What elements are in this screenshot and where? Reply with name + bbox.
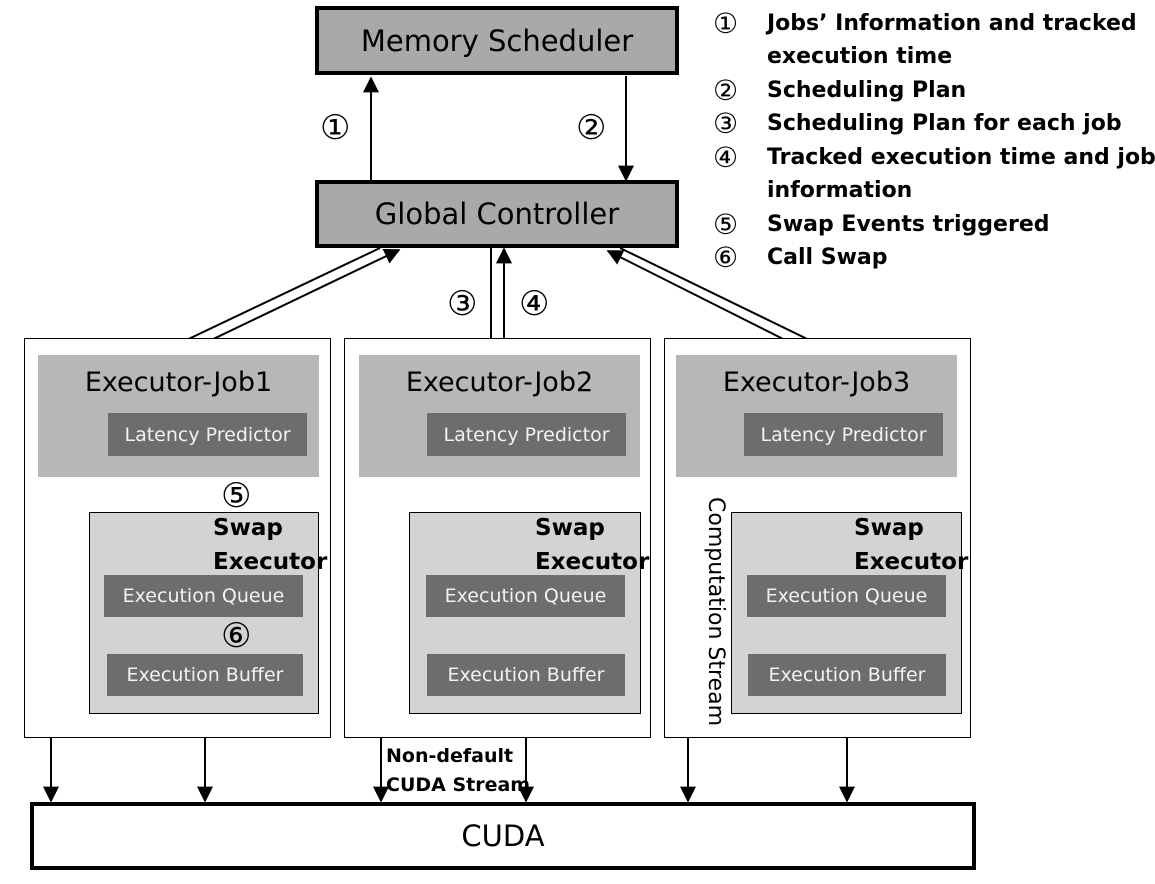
- execution-buffer-label: Execution Buffer: [447, 664, 605, 686]
- execution-queue-label: Execution Queue: [122, 585, 285, 607]
- executor-job1-latency-predictor: Latency Predictor: [108, 413, 307, 456]
- executor-job2-title: Executor-Job2: [405, 367, 594, 398]
- legend-number: ④: [713, 141, 739, 174]
- arrow-job3-to-global: [606, 250, 816, 356]
- non-default-stream-label: Non-default CUDA Stream: [386, 742, 530, 800]
- executor-job2-latency-predictor: Latency Predictor: [427, 413, 626, 456]
- executor-job1-execution-buffer: Execution Buffer: [107, 654, 303, 696]
- legend-text-line: information: [767, 178, 913, 203]
- arrow-label-6: ⑥: [221, 616, 252, 656]
- memory-scheduler-box: Memory Scheduler: [315, 6, 679, 75]
- legend-text-line: execution time: [767, 44, 953, 69]
- global-controller-label: Global Controller: [374, 197, 620, 231]
- legend-number: ②: [713, 74, 739, 107]
- latency-predictor-label: Latency Predictor: [443, 423, 610, 446]
- swap-label-line2: Executor: [535, 549, 650, 575]
- executor-job3-latency-predictor: Latency Predictor: [744, 413, 943, 456]
- non-default-line1: Non-default: [386, 745, 514, 767]
- arrow-label-1: ①: [320, 108, 351, 148]
- execution-queue-label: Execution Queue: [765, 585, 928, 607]
- executor-job2-execution-queue: Execution Queue: [426, 575, 625, 617]
- arrow-label-3: ③: [447, 284, 478, 324]
- executor-job3-execution-buffer: Execution Buffer: [748, 654, 946, 696]
- swap-label-line1: Swap: [213, 515, 283, 541]
- executor-job1-swap-label: Swap Executor: [213, 511, 327, 579]
- legend-text-line: Tracked execution time and jobs’: [767, 145, 1155, 170]
- arrow-global-to-job1: [155, 247, 381, 356]
- legend-number: ⑤: [713, 208, 739, 241]
- global-controller-box: Global Controller: [315, 180, 679, 248]
- cuda-box: CUDA: [30, 802, 976, 870]
- arrow-label-2: ②: [576, 108, 607, 148]
- swap-label-line1: Swap: [535, 515, 605, 541]
- computation-stream-label: Computation Stream: [703, 497, 728, 727]
- cuda-label: CUDA: [461, 819, 545, 853]
- execution-queue-label: Execution Queue: [444, 585, 607, 607]
- legend-text-line: Jobs’ Information and tracked: [767, 11, 1137, 36]
- legend-text-line: Scheduling Plan for each job: [767, 111, 1122, 136]
- execution-buffer-label: Execution Buffer: [768, 664, 926, 686]
- legend-number: ①: [713, 7, 739, 40]
- swap-label-line1: Swap: [854, 515, 924, 541]
- non-default-line2: CUDA Stream: [386, 774, 531, 796]
- latency-predictor-label: Latency Predictor: [760, 423, 927, 446]
- memory-scheduler-label: Memory Scheduler: [360, 23, 634, 58]
- swap-label-line2: Executor: [854, 549, 969, 575]
- executor-job3-title: Executor-Job3: [722, 367, 911, 398]
- executor-job1-title: Executor-Job1: [84, 367, 273, 398]
- executor-job2-swap-label: Swap Executor: [535, 511, 649, 579]
- legend-text-line: Call Swap: [767, 245, 888, 270]
- legend-text-line: Scheduling Plan: [767, 78, 967, 103]
- latency-predictor-label: Latency Predictor: [124, 423, 291, 446]
- arrow-label-5: ⑤: [221, 476, 252, 516]
- legend-text-line: Swap Events triggered: [767, 212, 1050, 237]
- executor-job1-execution-queue: Execution Queue: [104, 575, 303, 617]
- swap-label-line2: Executor: [213, 549, 328, 575]
- legend-number: ⑥: [713, 241, 739, 274]
- executor-job3-swap-label: Swap Executor: [854, 511, 968, 579]
- executor-job3-execution-queue: Execution Queue: [747, 575, 946, 617]
- arrow-global-to-job3: [619, 247, 840, 355]
- execution-buffer-label: Execution Buffer: [126, 664, 284, 686]
- arrow-job1-to-global: [179, 249, 401, 356]
- legend-number: ③: [713, 107, 739, 140]
- executor-job2-execution-buffer: Execution Buffer: [427, 654, 625, 696]
- arrow-label-4: ④: [519, 284, 550, 324]
